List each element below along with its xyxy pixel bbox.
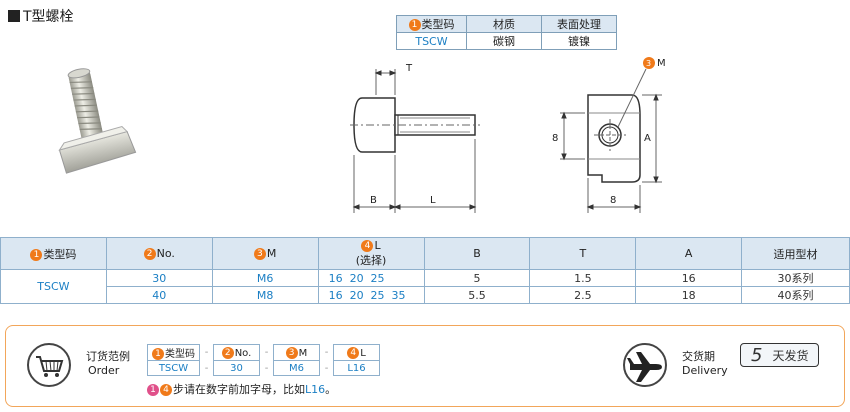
dim-label-8-bottom: 8 bbox=[610, 195, 616, 206]
page-title: T型螺栓 bbox=[8, 6, 74, 26]
dim-label-b: B bbox=[370, 195, 377, 206]
order-label-cn: 订货范例 bbox=[86, 350, 130, 363]
dim-label-a: A bbox=[644, 133, 651, 144]
order-label-en: Order bbox=[88, 364, 120, 377]
material-header-material: 材质 bbox=[466, 15, 542, 33]
spec-cell-t: 1.5 bbox=[529, 269, 637, 287]
svg-text:3: 3 bbox=[646, 59, 651, 68]
spec-cell-a: 18 bbox=[635, 286, 743, 304]
dim-label-m: M bbox=[657, 58, 666, 69]
table-row: TSCW 30 M6 16 20 25 5 1.5 16 30系列 bbox=[0, 269, 850, 304]
material-cell-surface: 镀镍 bbox=[541, 32, 617, 50]
material-cell-type: TSCW bbox=[396, 32, 467, 50]
airplane-icon bbox=[623, 343, 667, 387]
dim-num-badge-m bbox=[643, 57, 655, 69]
spec-cell-type: TSCW bbox=[0, 269, 107, 304]
spec-cell-no: 30 bbox=[105, 269, 213, 287]
material-header-surface: 表面处理 bbox=[541, 15, 617, 33]
spec-cell-m: M8 bbox=[211, 286, 319, 304]
delivery-label-cn: 交货期 bbox=[682, 350, 715, 363]
spec-header-b: B bbox=[423, 237, 531, 270]
dim-label-l: L bbox=[430, 195, 436, 206]
order-cell-no: 30 bbox=[213, 360, 260, 376]
spec-cell-l: 16 20 25 35 bbox=[317, 286, 425, 304]
order-cell-l: L16 bbox=[333, 360, 380, 376]
spec-cell-b: 5 bbox=[423, 269, 531, 287]
delivery-days-badge: 5 天发货 bbox=[740, 343, 820, 367]
spec-header-t: T bbox=[529, 237, 637, 270]
title-square-icon bbox=[8, 10, 20, 22]
spec-cell-profile: 40系列 bbox=[741, 286, 850, 304]
dim-label-8-left: 8 bbox=[552, 133, 558, 144]
material-cell-material: 碳钢 bbox=[466, 32, 542, 50]
order-cell-type: TSCW bbox=[147, 360, 200, 376]
spec-cell-no: 40 bbox=[105, 286, 213, 304]
spec-header-a: A bbox=[635, 237, 743, 270]
delivery-label-en: Delivery bbox=[682, 364, 728, 377]
spec-cell-b: 5.5 bbox=[423, 286, 531, 304]
product-photo bbox=[58, 68, 137, 174]
spec-cell-m: M6 bbox=[211, 269, 319, 287]
order-cell-m: M6 bbox=[273, 360, 320, 376]
dim-label-t: T bbox=[405, 63, 413, 74]
table-row: 40 M8 16 20 25 35 5.5 2.5 18 40系列 bbox=[1, 286, 850, 304]
spec-header-profile: 适用型材 bbox=[741, 237, 850, 270]
spec-cell-a: 16 bbox=[635, 269, 743, 287]
spec-cell-profile: 30系列 bbox=[741, 269, 850, 287]
technical-drawing: T B L 8 A 8 3 M bbox=[350, 57, 666, 213]
spec-cell-t: 2.5 bbox=[529, 286, 637, 304]
shopping-cart-icon bbox=[27, 343, 71, 387]
spec-cell-l: 16 20 25 bbox=[317, 269, 425, 287]
